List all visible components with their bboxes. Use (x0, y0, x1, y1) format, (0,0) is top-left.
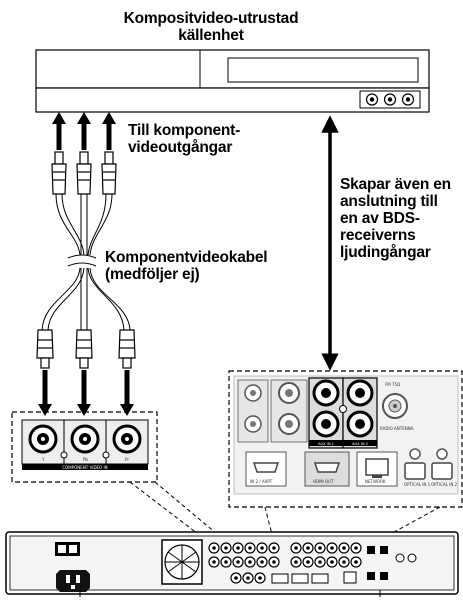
network-port: NETWORK (356, 451, 398, 487)
component-video-cable (36, 151, 136, 369)
component-jack-pr (112, 424, 142, 454)
fm-75-label: FM 75Ω (385, 382, 400, 387)
optical-in-1-label: OPTICAL IN 1 (404, 482, 431, 487)
optical-in-1-port: OPTICAL IN 1 (404, 448, 431, 487)
optical-in-2-label: OPTICAL IN 2 (431, 482, 458, 487)
source-device-label: Kompositvideo-utrustad källenhet (123, 10, 299, 44)
aux-in-1-label: AUX IN 1 (318, 442, 334, 446)
jack-label-y: Y (41, 457, 45, 462)
component-jack-pb (70, 424, 100, 454)
component-video-in-label: COMPONENT VIDEO IN (62, 465, 107, 470)
component-jack-y (28, 424, 58, 454)
component-outputs-label: Till komponent-videoutgångar (128, 122, 241, 156)
source-output-jacks (365, 93, 415, 106)
hdmi-out-label: HDMI OUT (313, 479, 334, 484)
aux-in-2-rca: AUX IN 2 (342, 377, 378, 449)
aux-in-1-rca: AUX IN 1 (308, 377, 344, 449)
optical-in-2-port: OPTICAL IN 2 (431, 448, 458, 487)
jack-label-pb: Pb (83, 457, 88, 462)
audio-connection-label: Skapar även en anslutning till en av BDS… (340, 176, 451, 261)
fm-antenna-jack: FM 75Ω RADIO ANTENNA (380, 382, 414, 431)
aux-in-2-label: AUX IN 2 (352, 442, 368, 446)
component-cable-label: Komponentvideokabel (medföljer ej) (105, 249, 268, 283)
hdmi-port-in-2: IN 2 / ARPT (245, 451, 287, 487)
aux-in-1-jacks (270, 379, 308, 443)
hdmi-in-2-label: IN 2 / ARPT (250, 479, 273, 484)
upward-arrows (52, 112, 116, 150)
radio-antenna-label: RADIO ANTENNA (380, 426, 414, 431)
bds-receiver-rear (5, 531, 459, 597)
component-input-closeup: Y Pb Pr COMPONENT VIDEO IN (11, 411, 158, 483)
network-label: NETWORK (365, 479, 386, 484)
rear-panel-closeup: AUX IN 1 AUX IN 2 FM 75Ω RADIO ANTENNA I… (228, 370, 463, 508)
jack-label-pr: Pr (125, 457, 129, 462)
source-device (35, 49, 430, 113)
downward-arrows (38, 370, 134, 416)
hdmi-out-port: HDMI OUT (304, 451, 350, 487)
